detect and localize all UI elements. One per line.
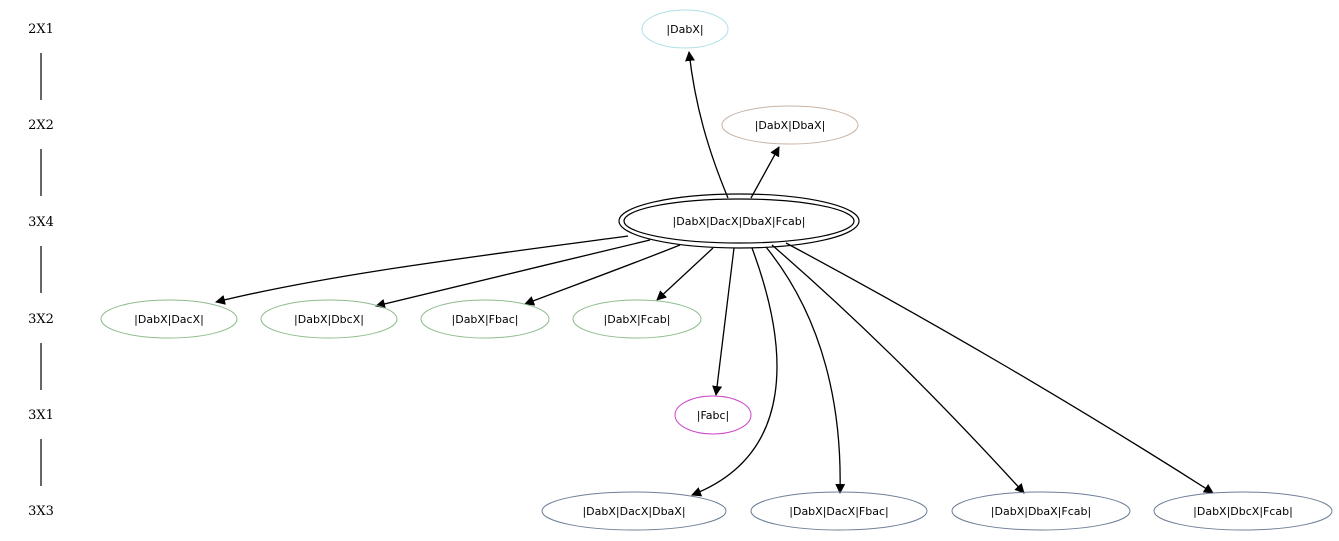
node-label: |DabX|Fcab| — [604, 313, 671, 326]
node-root[interactable]: |DabX|DacX|DbaX|Fcab| — [618, 193, 860, 249]
node-label: |DabX| — [666, 23, 703, 36]
node-label: |DabX|DacX|DbaX|Fcab| — [673, 215, 806, 228]
node-shape — [260, 299, 398, 339]
node-label: |DabX|DbaX| — [755, 119, 826, 132]
edge-root-to-dabx-dacx-dbax — [691, 247, 778, 497]
node-shape-inner — [623, 198, 855, 244]
edge-root-to-fabc — [712, 247, 735, 396]
rank-label: 3X4 — [28, 215, 54, 230]
node-shape — [572, 299, 702, 339]
node-label: |DabX|DacX| — [134, 313, 204, 326]
node-shape — [100, 299, 238, 339]
node-dabx-dacx-fbac[interactable]: |DabX|DacX|Fbac| — [750, 491, 928, 531]
rank-label: 3X1 — [28, 408, 54, 423]
node-dabx-dbax-fcab[interactable]: |DabX|DbaX|Fcab| — [951, 491, 1131, 531]
node-dabx[interactable]: |DabX| — [641, 9, 729, 49]
node-label: |DabX|DbaX|Fcab| — [991, 505, 1091, 518]
node-label: |DabX|Fbac| — [452, 313, 519, 326]
edge-root-to-dabx-fcab — [656, 247, 714, 301]
node-dabx-fcab[interactable]: |DabX|Fcab| — [572, 299, 702, 339]
node-dabx-dacx[interactable]: |DabX|DacX| — [100, 299, 238, 339]
node-label: |DabX|DacX|DbaX| — [582, 505, 685, 518]
node-shape — [750, 491, 928, 531]
edge-root-to-dabx-dacx — [215, 235, 629, 305]
edge-root-to-dabx-dbax-fcab — [771, 244, 1025, 494]
node-shape — [951, 491, 1131, 531]
edge-root-to-dabx — [685, 51, 729, 199]
edge-root-to-dabx-dbcx-fcab — [785, 242, 1214, 494]
rank-label: 3X2 — [28, 312, 54, 327]
node-dabx-dacx-dbax[interactable]: |DabX|DacX|DbaX| — [541, 491, 727, 531]
edge-root-to-dabx-fbac — [524, 244, 681, 306]
node-shape — [541, 491, 727, 531]
node-shape — [420, 299, 550, 339]
edges — [215, 51, 1214, 497]
edge-root-to-dabx-dbax — [750, 146, 780, 199]
node-dabx-dbcx[interactable]: |DabX|DbcX| — [260, 299, 398, 339]
node-label: |Fabc| — [697, 409, 730, 422]
node-shape — [721, 105, 859, 145]
edge-root-to-dabx-dbcx — [375, 239, 651, 309]
node-label: |DabX|DbcX| — [294, 313, 364, 326]
rank-label: 3X3 — [28, 504, 54, 519]
rank-label: 2X2 — [28, 118, 54, 133]
node-label: |DabX|DacX|Fbac| — [789, 505, 888, 518]
node-dabx-dbcx-fcab[interactable]: |DabX|DbcX|Fcab| — [1153, 491, 1333, 531]
node-label: |DabX|DbcX|Fcab| — [1193, 505, 1293, 518]
node-shape — [641, 9, 729, 49]
node-dabx-dbax[interactable]: |DabX|DbaX| — [721, 105, 859, 145]
rank-label: 2X1 — [28, 22, 54, 37]
nodes: |DabX| |DabX|DbaX| |DabX|DacX|DbaX|Fcab|… — [100, 9, 1333, 531]
node-shape — [1153, 491, 1333, 531]
node-shape — [674, 395, 752, 435]
edge-root-to-dabx-dacx-fbac — [765, 246, 846, 494]
rank-axis: 2X1 2X2 3X4 3X2 3X1 3X3 — [28, 22, 54, 519]
node-fabc[interactable]: |Fabc| — [674, 395, 752, 435]
node-shape-outer — [618, 193, 860, 249]
node-dabx-fbac[interactable]: |DabX|Fbac| — [420, 299, 550, 339]
